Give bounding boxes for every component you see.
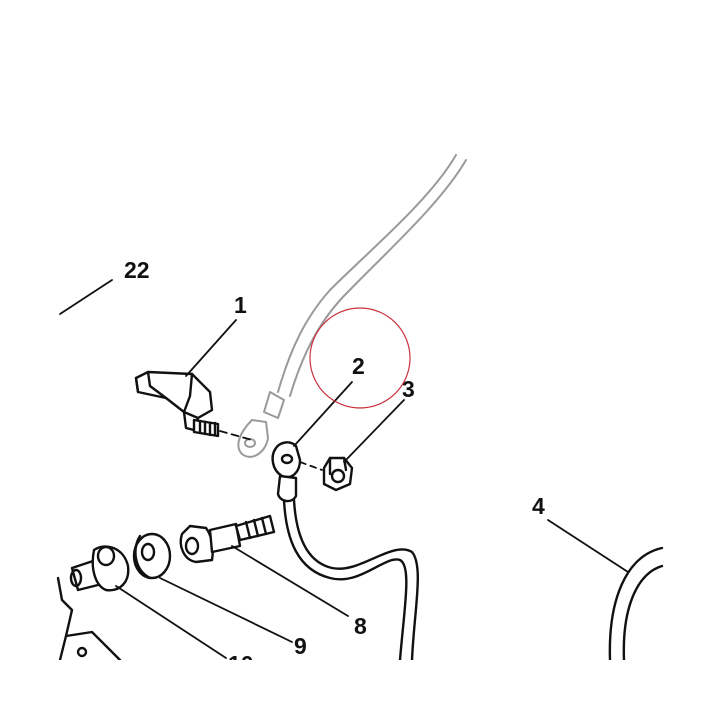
leader-3 (343, 399, 405, 463)
ground-cable (282, 498, 420, 662)
center-axis-line (219, 430, 253, 441)
ghost-ring-terminal (237, 391, 285, 458)
leader-8 (231, 545, 349, 617)
ring-terminal-part (271, 441, 302, 503)
leader-10 (115, 585, 227, 659)
ghost-cable (277, 154, 467, 397)
callout-4: 4 (532, 493, 545, 519)
axis-dash-2 (299, 461, 323, 471)
bottom-crop-mask (0, 660, 720, 720)
highlight-circle (309, 307, 411, 409)
callout-2: 2 (352, 353, 365, 379)
bracket-part (134, 370, 220, 438)
callout-3: 3 (402, 376, 415, 402)
callout-8: 8 (354, 613, 367, 639)
leader-9 (159, 577, 293, 643)
callout-9: 9 (294, 633, 307, 659)
leader-2 (293, 381, 353, 447)
washer-part (132, 532, 172, 580)
hex-nut-part (322, 456, 354, 492)
leader-4 (547, 519, 629, 573)
callout-22: 22 (124, 257, 150, 283)
callout-1: 1 (234, 292, 247, 318)
bolt-part (179, 514, 276, 564)
housing-outline (56, 576, 122, 662)
stud-part (69, 545, 130, 592)
leader-1 (185, 319, 237, 377)
leader-22 (59, 279, 113, 315)
hose-part (608, 546, 664, 662)
